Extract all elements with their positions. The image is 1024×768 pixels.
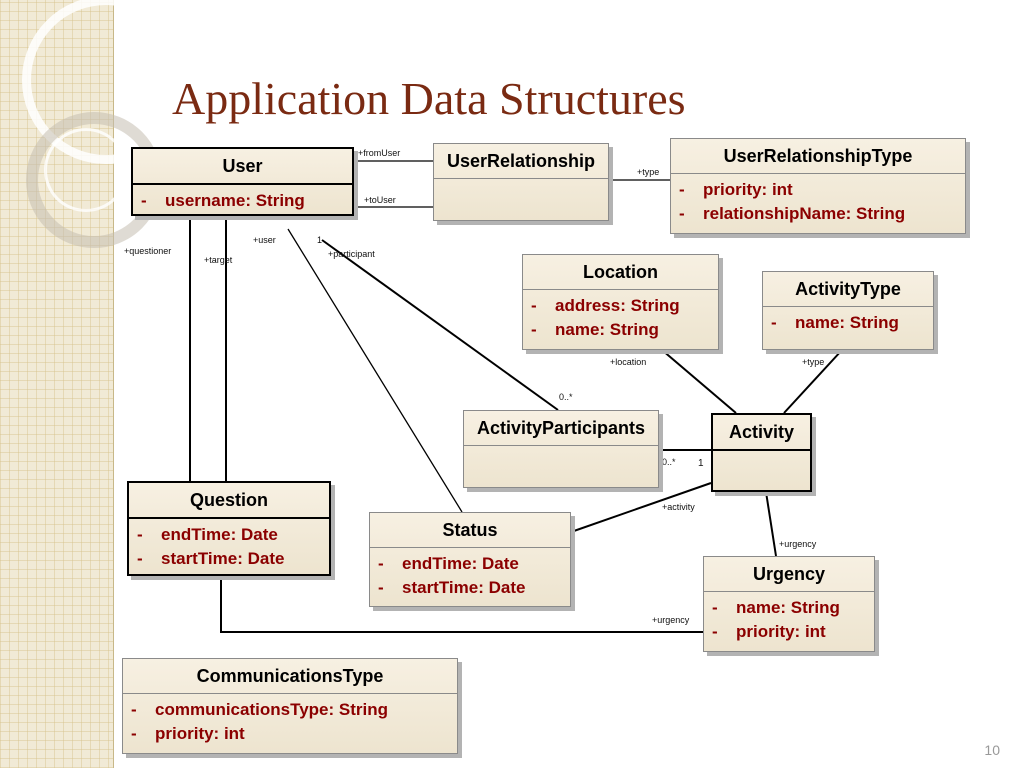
class-status[interactable]: Status -endTime: Date -startTime: Date (369, 512, 571, 607)
attribute-list: -address: String -name: String (523, 290, 718, 346)
attribute: -relationshipName: String (679, 204, 906, 223)
class-name: Status (370, 513, 570, 548)
attribute-list: -username: String (133, 185, 352, 217)
label-urgency-activity: +urgency (779, 539, 817, 549)
attribute-list: -priority: int -relationshipName: String (671, 174, 965, 230)
line-activity-urgency (765, 491, 777, 557)
class-activity-type[interactable]: ActivityType -name: String (762, 271, 934, 350)
class-user-relationship[interactable]: UserRelationship (433, 143, 609, 221)
class-activity-participants[interactable]: ActivityParticipants (463, 410, 659, 488)
label-activity: +activity (662, 502, 695, 512)
attribute: -communicationsType: String (131, 700, 388, 719)
class-name: ActivityType (763, 272, 933, 307)
attribute: -startTime: Date (378, 578, 526, 597)
attribute: -name: String (771, 313, 899, 332)
attribute: -name: String (712, 598, 840, 617)
class-name: UserRelationship (434, 144, 608, 179)
attribute: -startTime: Date (137, 549, 285, 568)
attribute: -address: String (531, 296, 680, 315)
attribute-list: -name: String -priority: int (704, 592, 874, 648)
line-location-activity (661, 349, 737, 414)
decorative-circle-small (44, 128, 128, 212)
label-target: +target (204, 255, 233, 265)
class-user[interactable]: User -username: String (131, 147, 354, 216)
attribute: -username: String (141, 191, 305, 210)
slide-title: Application Data Structures (172, 73, 686, 124)
label-urgency-question: +urgency (652, 615, 690, 625)
label-one-activity: 1 (698, 458, 704, 469)
attribute-list: -endTime: Date -startTime: Date (370, 548, 570, 604)
class-question[interactable]: Question -endTime: Date -startTime: Date (127, 481, 331, 576)
class-activity[interactable]: Activity (711, 413, 812, 492)
label-zero-many-participant: 0..* (559, 392, 573, 402)
class-name: Urgency (704, 557, 874, 592)
attribute: -priority: int (712, 622, 826, 641)
label-from-user: +fromUser (358, 148, 401, 158)
label-one-user: 1 (317, 235, 323, 245)
label-participant: +participant (328, 249, 375, 259)
attribute-list: -communicationsType: String -priority: i… (123, 694, 457, 750)
attribute: -name: String (531, 320, 659, 339)
class-name: Question (129, 483, 329, 519)
class-urgency[interactable]: Urgency -name: String -priority: int (703, 556, 875, 652)
class-location[interactable]: Location -address: String -name: String (522, 254, 719, 350)
line-question-urgency (220, 576, 705, 633)
class-name: ActivityParticipants (464, 411, 658, 446)
line-activitytype-activity (783, 349, 843, 414)
label-type-activity: +type (802, 357, 825, 367)
label-type-relationship: +type (637, 167, 660, 177)
attribute-list: -name: String (763, 307, 933, 339)
attribute: -priority: int (679, 180, 793, 199)
page-number: 10 (984, 742, 1000, 758)
label-location: +location (610, 357, 647, 367)
line-user-participants (321, 239, 559, 411)
label-questioner: +questioner (124, 246, 172, 256)
class-name: UserRelationshipType (671, 139, 965, 174)
line-user-status (287, 228, 463, 513)
label-user: +user (253, 235, 276, 245)
attribute-list: -endTime: Date -startTime: Date (129, 519, 329, 575)
class-name: Location (523, 255, 718, 290)
label-to-user: +toUser (364, 195, 396, 205)
attribute: -endTime: Date (378, 554, 519, 573)
class-name: Activity (713, 415, 810, 451)
class-name: User (133, 149, 352, 185)
line-status-activity (570, 482, 712, 533)
class-user-relationship-type[interactable]: UserRelationshipType -priority: int -rel… (670, 138, 966, 234)
label-zero-many-activity: 0..* (662, 457, 676, 467)
class-communications-type[interactable]: CommunicationsType -communicationsType: … (122, 658, 458, 754)
attribute: -endTime: Date (137, 525, 278, 544)
class-name: CommunicationsType (123, 659, 457, 694)
attribute: -priority: int (131, 724, 245, 743)
